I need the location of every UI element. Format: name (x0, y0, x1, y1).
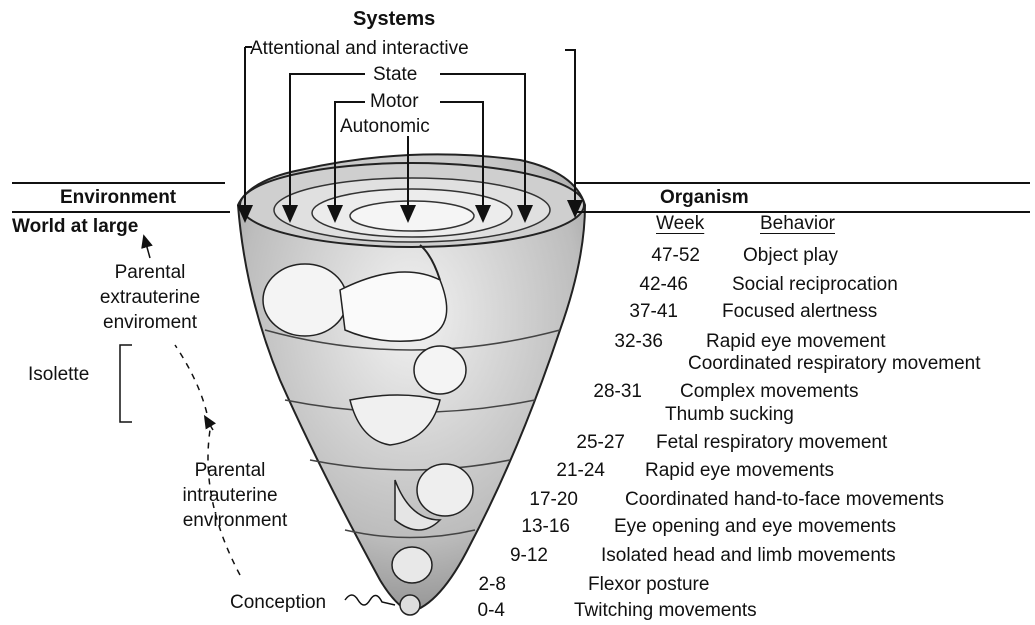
world-at-large: World at large (12, 216, 138, 238)
behavior-isolated-head-limb: Isolated head and limb movements (601, 545, 896, 567)
behavior-social-reciprocation: Social reciprocation (732, 274, 898, 296)
environment-heading: Environment (60, 187, 176, 209)
infant-head-medium (414, 346, 466, 394)
extrauterine-line-1: Parental (95, 262, 205, 284)
conception-squiggle (345, 595, 395, 605)
conception-label: Conception (230, 592, 326, 614)
extrauterine-line-2: extrauterine (85, 287, 215, 309)
rim-4 (350, 201, 474, 231)
organism-heading: Organism (660, 187, 749, 209)
system-attentional: Attentional and interactive (250, 38, 469, 60)
system-autonomic: Autonomic (340, 116, 430, 138)
behavior-complex-movements: Complex movements (680, 381, 858, 403)
behavior-focused-alertness: Focused alertness (722, 301, 877, 323)
system-motor: Motor (370, 91, 419, 113)
week-21-24: 21-24 (535, 460, 605, 482)
week-13-16: 13-16 (500, 516, 570, 538)
system-state: State (373, 64, 417, 86)
fetus-head (417, 464, 473, 516)
week-37-41: 37-41 (608, 301, 678, 323)
behavior-eye-opening: Eye opening and eye movements (614, 516, 896, 538)
conception-cell (400, 595, 420, 615)
behavior-flexor-posture: Flexor posture (588, 574, 709, 596)
intrauterine-line-1: Parental (180, 460, 280, 482)
behavior-coordinated-respiratory: Coordinated respiratory movement (688, 353, 981, 375)
behavior-twitching: Twitching movements (574, 600, 757, 622)
week-32-36: 32-36 (593, 331, 663, 353)
behavior-hand-to-face: Coordinated hand-to-face movements (625, 489, 944, 511)
behavior-rapid-eye-movements: Rapid eye movements (645, 460, 834, 482)
behavior-thumb-sucking: Thumb sucking (665, 404, 794, 426)
systems-title: Systems (353, 8, 435, 30)
week-17-20: 17-20 (508, 489, 578, 511)
behavior-rapid-eye-movement: Rapid eye movement (706, 331, 886, 353)
infant-head-large (263, 264, 347, 336)
behavior-fetal-respiratory: Fetal respiratory movement (656, 432, 887, 454)
behavior-header: Behavior (760, 213, 835, 235)
extrauterine-line-3: enviroment (85, 312, 215, 334)
week-2-8: 2-8 (436, 574, 506, 596)
week-47-52: 47-52 (630, 245, 700, 267)
behavior-object-play: Object play (743, 245, 838, 267)
week-9-12: 9-12 (478, 545, 548, 567)
week-28-31: 28-31 (572, 381, 642, 403)
week-header: Week (656, 213, 704, 235)
week-25-27: 25-27 (555, 432, 625, 454)
embryo (392, 547, 432, 583)
week-42-46: 42-46 (618, 274, 688, 296)
isolette-bracket (120, 345, 132, 422)
week-0-4: 0-4 (435, 600, 505, 622)
intrauterine-line-2: intrauterine (170, 485, 290, 507)
isolette-label: Isolette (28, 364, 89, 386)
intrauterine-line-3: environment (170, 510, 300, 532)
